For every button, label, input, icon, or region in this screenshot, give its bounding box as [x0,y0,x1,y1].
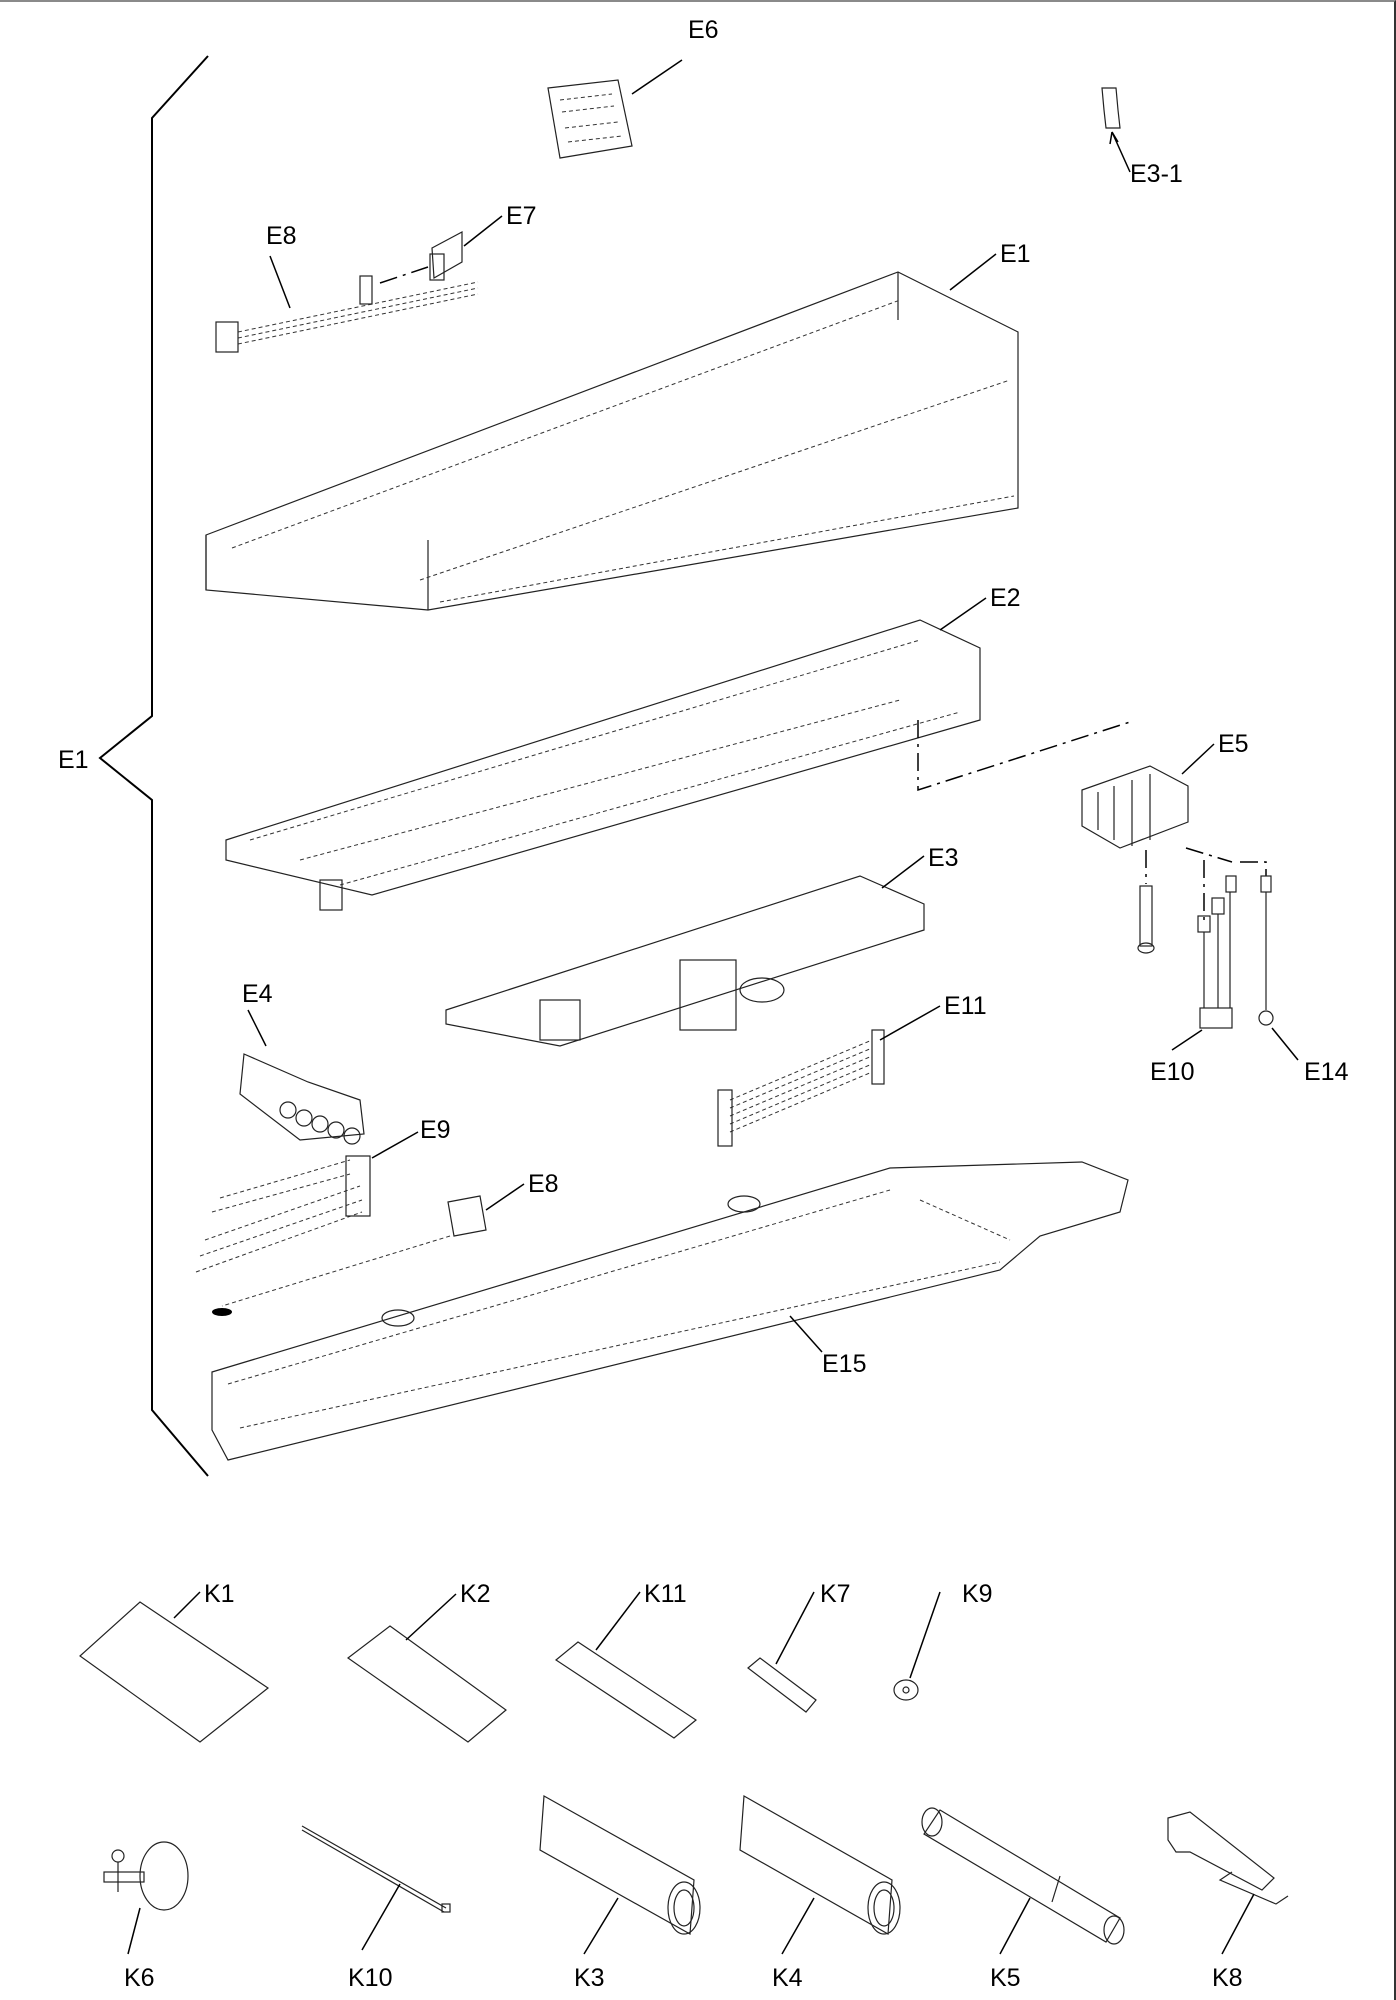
label-K1: K1 [204,1580,235,1608]
part-E10[interactable] [195,1131,419,1273]
label-K2: K2 [460,1580,491,1608]
part-E12-E13[interactable] [717,1005,941,1147]
label-K7: K7 [820,1580,851,1608]
label-E1: E1 [1000,240,1031,268]
label-K6: K6 [124,1964,155,1992]
label-K8: K8 [1212,1964,1243,1992]
label-E1-group: E1 [58,746,89,774]
part-E15[interactable] [211,1161,1129,1461]
label-K4: K4 [772,1964,803,1992]
part-E7[interactable] [429,215,503,281]
part-E2[interactable] [225,597,987,911]
kit-K1[interactable] [79,1591,270,1743]
kit-K6[interactable] [103,1841,189,1955]
part-E5[interactable] [1081,743,1215,849]
label-E12-E13: E11 [944,992,987,1020]
part-E11[interactable] [1171,847,1237,1051]
label-E2: E2 [990,584,1021,612]
label-E7: E7 [506,202,537,230]
label-E4: E4 [242,980,273,1008]
label-K9: K9 [962,1580,993,1608]
part-E6[interactable] [547,59,683,159]
label-E3-1: E3-1 [1130,160,1183,188]
part-E5-screw[interactable] [1137,850,1155,954]
label-E9: E8 [528,1170,559,1198]
kit-K11[interactable] [554,1591,698,1739]
part-E8[interactable] [215,255,479,353]
part-E3-1[interactable] [1101,87,1131,173]
assembly-brace [98,55,209,1477]
kit-K4[interactable] [739,1795,901,1955]
part-E3[interactable] [445,855,925,1047]
connector-chain-e2-e5 [917,720,1131,792]
part-E14[interactable] [1240,861,1299,1061]
label-E3: E3 [928,844,959,872]
part-E1[interactable] [205,253,1019,611]
kit-K8[interactable] [1167,1811,1289,1955]
kit-K9[interactable] [893,1591,941,1701]
connector-chain-e8-e7 [379,266,429,284]
label-K3: K3 [574,1964,605,1992]
label-K10: K10 [348,1964,392,1992]
label-E10: E9 [420,1116,451,1144]
kit-K2[interactable] [346,1593,507,1743]
label-E6: E6 [688,16,719,44]
kit-K10[interactable] [301,1825,451,1951]
label-E5: E5 [1218,730,1249,758]
label-E11: E10 [1150,1058,1194,1086]
part-E9[interactable] [212,1183,525,1316]
kit-K7[interactable] [747,1591,817,1713]
label-K5: K5 [990,1964,1021,1992]
label-E8: E8 [266,222,297,250]
label-E15: E15 [822,1350,866,1378]
thermistor-tip-icon [212,1308,232,1316]
part-E4[interactable] [239,1009,365,1145]
label-K11: K11 [644,1580,687,1608]
kit-K5[interactable] [921,1807,1125,1955]
kit-K3[interactable] [539,1795,701,1955]
label-E14: E14 [1304,1058,1349,1086]
